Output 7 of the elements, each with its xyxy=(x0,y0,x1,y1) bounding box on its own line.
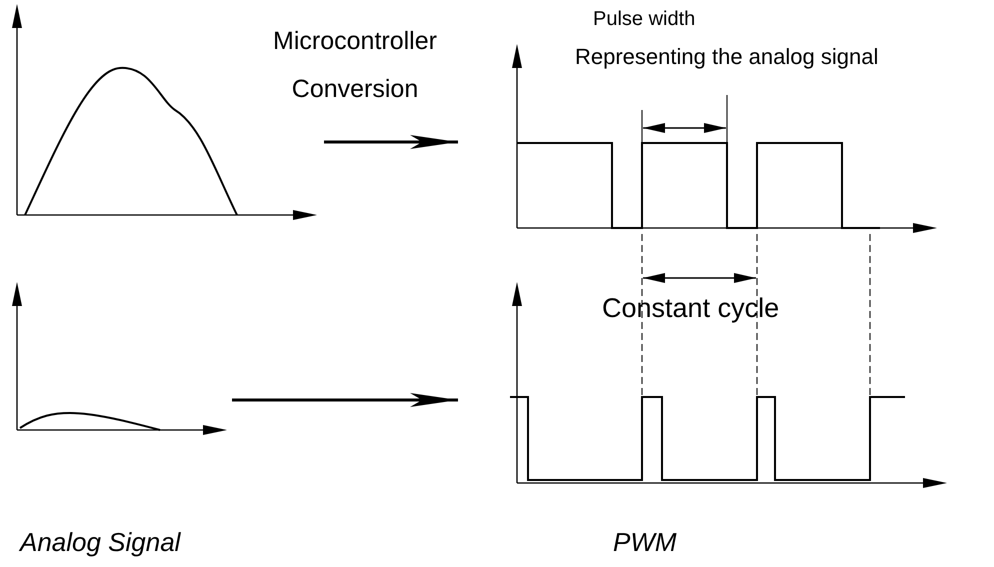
annotation: Constant cycle xyxy=(602,294,780,324)
arrow xyxy=(324,135,458,149)
annotation: Representing the analog signal xyxy=(575,45,878,70)
caption: Analog Signal xyxy=(20,528,180,557)
arrow xyxy=(232,393,458,407)
caption: PWM xyxy=(613,528,677,557)
annotation: Pulse width xyxy=(593,8,696,30)
